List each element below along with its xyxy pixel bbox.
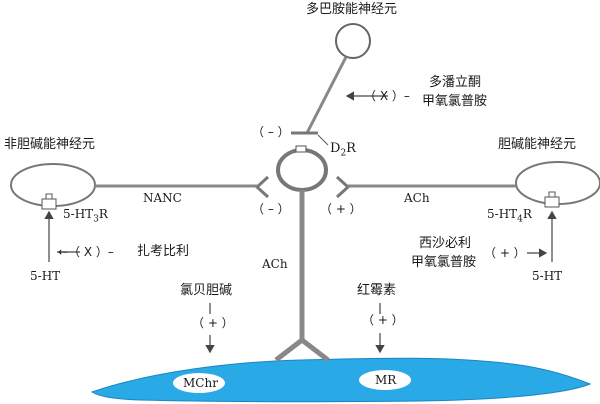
- non-cholinergic-neuron-label: 非胆碱能神经元: [4, 137, 96, 152]
- block-left-label: ←（ X ）–: [58, 245, 114, 259]
- ht3r-sub: 3: [93, 214, 99, 225]
- erythromycin-label: 红霉素: [357, 283, 397, 298]
- ht3r-receptor-cap: [45, 193, 53, 199]
- dopamine-neuron-label: 多巴胺能神经元: [306, 2, 398, 17]
- d2r-pointer: [317, 134, 329, 146]
- ach-bracket: [335, 175, 351, 199]
- ht4r-suffix: R: [522, 207, 532, 221]
- plus-bethanechol-label: （ + ）: [192, 316, 234, 330]
- dopamine-neuron-cell: [335, 23, 371, 59]
- d2r-sub: 2: [340, 148, 347, 159]
- ht3r-prefix: 5-HT: [63, 207, 94, 221]
- cisapride-label: 西沙必利: [419, 236, 472, 251]
- mchr-receptor: [173, 373, 225, 393]
- smooth-muscle: [90, 357, 592, 403]
- ht4r-receptor: [544, 196, 560, 208]
- ach-right-label: ACh: [404, 191, 430, 205]
- mr-receptor: [359, 370, 411, 390]
- central-terminal: [276, 148, 328, 192]
- ht4r-label: 5-HT4R: [487, 208, 532, 224]
- d2r-label: D2R: [330, 142, 356, 159]
- nanc-label: NANC: [143, 191, 182, 205]
- dopamine-axon: [305, 56, 348, 134]
- minus-top-label: （ – ）: [252, 125, 290, 139]
- ht4r-prefix: 5-HT: [487, 207, 518, 221]
- minus-mid-label: （ – ）: [252, 202, 290, 216]
- ht4r-receptor-cap: [548, 191, 556, 197]
- ht3r-label: 5-HT3R: [63, 208, 108, 224]
- ht4r-sub: 4: [517, 214, 523, 225]
- zacopride-label: 扎考比利: [137, 244, 190, 259]
- ht3r-suffix: R: [98, 207, 108, 221]
- ht-right-label: 5-HT: [532, 269, 563, 283]
- mr-label: MR: [375, 373, 397, 387]
- metoclopramide-right-label: 甲氧氯普胺: [411, 255, 477, 270]
- mchr-label: MChr: [183, 376, 218, 390]
- metoclopramide-top-label: 甲氧氯普胺: [422, 94, 488, 109]
- ht-left-label: 5-HT: [30, 269, 61, 283]
- cholinergic-neuron-label: 胆碱能神经元: [498, 137, 577, 152]
- ht3r-receptor: [41, 198, 57, 210]
- nanc-bracket: [254, 175, 270, 199]
- ach-stem-label: ACh: [262, 257, 288, 271]
- d2r-receptor: [295, 145, 307, 153]
- domperidone-label: 多潘立酮: [429, 75, 482, 90]
- plus-right-label: （ + ）: [484, 246, 526, 260]
- bethanechol-label: 氯贝胆碱: [180, 283, 233, 298]
- ach-stem-fork: [274, 336, 330, 362]
- d2r-suffix: R: [346, 141, 356, 156]
- d2r-prefix: D: [330, 141, 341, 156]
- block-top-label: （ X ）–: [364, 89, 410, 103]
- plus-mid-label: （ + ）: [320, 202, 362, 216]
- plus-erythromycin-label: （ + ）: [362, 313, 404, 327]
